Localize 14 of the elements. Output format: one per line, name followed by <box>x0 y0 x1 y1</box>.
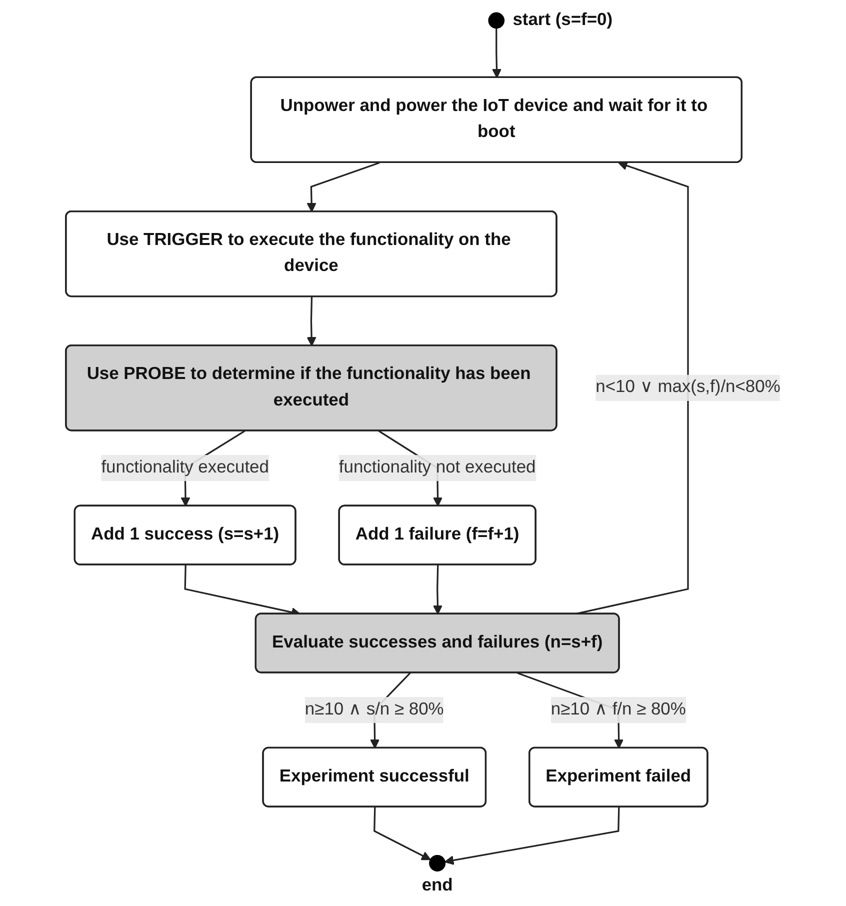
edge-label: functionality not executed <box>338 458 536 477</box>
node-caption: end <box>422 874 453 895</box>
edge-label: n<10 ∨ max(s,f)/n<80% <box>596 378 780 397</box>
arrow <box>444 807 620 866</box>
arrow <box>373 807 431 860</box>
arrow <box>306 162 380 212</box>
edge-label: n≥10 ∧ f/n ≥ 80% <box>550 700 686 719</box>
node-caption: start (s=f=0) <box>512 9 612 30</box>
arrow <box>432 565 442 615</box>
edge-label: functionality executed <box>101 458 269 477</box>
arrow <box>306 296 316 346</box>
edge-label: n≥10 ∧ s/n ≥ 80% <box>304 700 444 719</box>
node-circle <box>488 12 504 29</box>
arrow <box>492 28 502 78</box>
